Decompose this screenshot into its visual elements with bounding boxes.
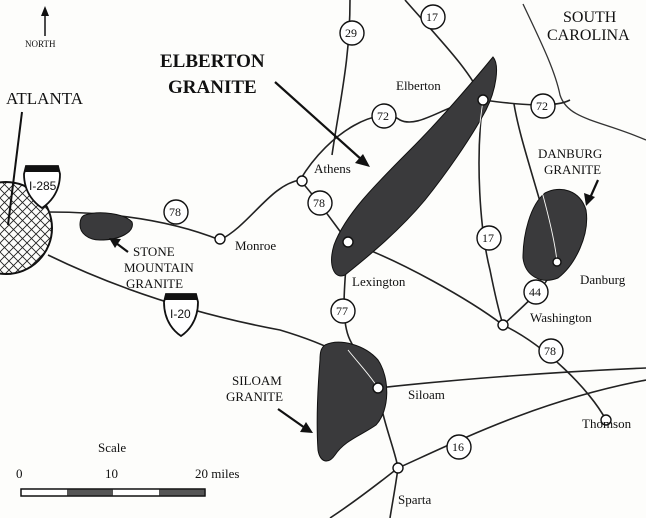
svg-text:78: 78 (313, 196, 325, 210)
town-marker-siloam (372, 382, 384, 394)
svg-text:I-20: I-20 (170, 307, 191, 321)
highway-marker-78-monroe: 78 (163, 199, 189, 225)
scale-tick-20: 20 miles (195, 466, 239, 481)
highway-marker-16: 16 (446, 434, 472, 460)
highway-marker-78-washington: 78 (538, 338, 564, 364)
svg-text:78: 78 (544, 344, 556, 358)
city-label-siloam: Siloam (408, 387, 445, 402)
city-label-atlanta: ATLANTA (6, 89, 84, 108)
highway-marker-78-athens: 78 (307, 190, 333, 216)
city-label-lexington: Lexington (352, 274, 406, 289)
city-label-athens: Athens (314, 161, 351, 176)
scale-tick-10: 10 (105, 466, 118, 481)
svg-text:17: 17 (426, 10, 438, 24)
interstate-shield-i285: I-285 (23, 165, 61, 210)
granite-label-elberton-line1: ELBERTON (160, 51, 265, 72)
granite-label-stone-mountain-line3: GRANITE (126, 276, 183, 291)
atlanta-leader-line (7, 111, 23, 226)
highway-marker-17-south: 17 (476, 225, 502, 251)
town-marker-sparta (392, 462, 404, 474)
svg-text:I-285: I-285 (29, 179, 57, 193)
town-marker-athens (296, 175, 308, 187)
state-border (522, 3, 646, 141)
north-arrow (41, 6, 49, 36)
city-label-washington: Washington (530, 310, 592, 325)
svg-text:77: 77 (336, 304, 348, 318)
city-label-thomson: Thomson (582, 416, 632, 431)
svg-text:72: 72 (377, 109, 389, 123)
highway-marker-17-north: 17 (420, 4, 446, 30)
scale-tick-0: 0 (16, 466, 23, 481)
highway-marker-29: 29 (339, 20, 365, 46)
stone-mountain-granite-body (79, 212, 133, 241)
town-marker-washington (497, 319, 509, 331)
interstate-shield-i20: I-20 (163, 293, 199, 338)
svg-text:78: 78 (169, 205, 181, 219)
siloam-granite-body (316, 341, 388, 462)
state-label-line1: SOUTH (563, 9, 617, 26)
town-marker-danburg (552, 257, 562, 267)
svg-text:29: 29 (345, 26, 357, 40)
highway-marker-72-athens: 72 (371, 103, 397, 129)
granite-label-stone-mountain-line1: STONE (133, 244, 175, 259)
town-marker-monroe (214, 233, 226, 245)
scale-bar: Scale 0 10 20 miles (16, 440, 239, 497)
town-marker-thomson (600, 414, 612, 426)
north-label: NORTH (25, 39, 56, 49)
highway-marker-77: 77 (330, 298, 356, 324)
state-label-line2: CAROLINA (547, 27, 630, 44)
granite-label-danburg-line2: GRANITE (544, 162, 601, 177)
svg-text:44: 44 (529, 285, 541, 299)
granite-label-danburg-line1: DANBURG (538, 146, 602, 161)
granite-label-siloam-line2: GRANITE (226, 389, 283, 404)
danburg-granite-body (522, 188, 588, 281)
city-label-monroe: Monroe (235, 238, 276, 253)
scale-title: Scale (98, 440, 126, 455)
granite-label-stone-mountain-line2: MOUNTAIN (124, 260, 194, 275)
svg-text:72: 72 (536, 99, 548, 113)
city-label-danburg: Danburg (580, 272, 626, 287)
svg-text:17: 17 (482, 231, 494, 245)
town-marker-lexington (342, 236, 354, 248)
granite-label-siloam-line1: SILOAM (232, 373, 282, 388)
highway-marker-44: 44 (523, 279, 549, 305)
town-marker-elberton (477, 94, 489, 106)
city-label-elberton: Elberton (396, 78, 441, 93)
svg-text:16: 16 (452, 440, 464, 454)
city-label-sparta: Sparta (398, 492, 431, 507)
granite-label-elberton-line2: GRANITE (168, 77, 257, 98)
highway-marker-72-east: 72 (530, 93, 556, 119)
